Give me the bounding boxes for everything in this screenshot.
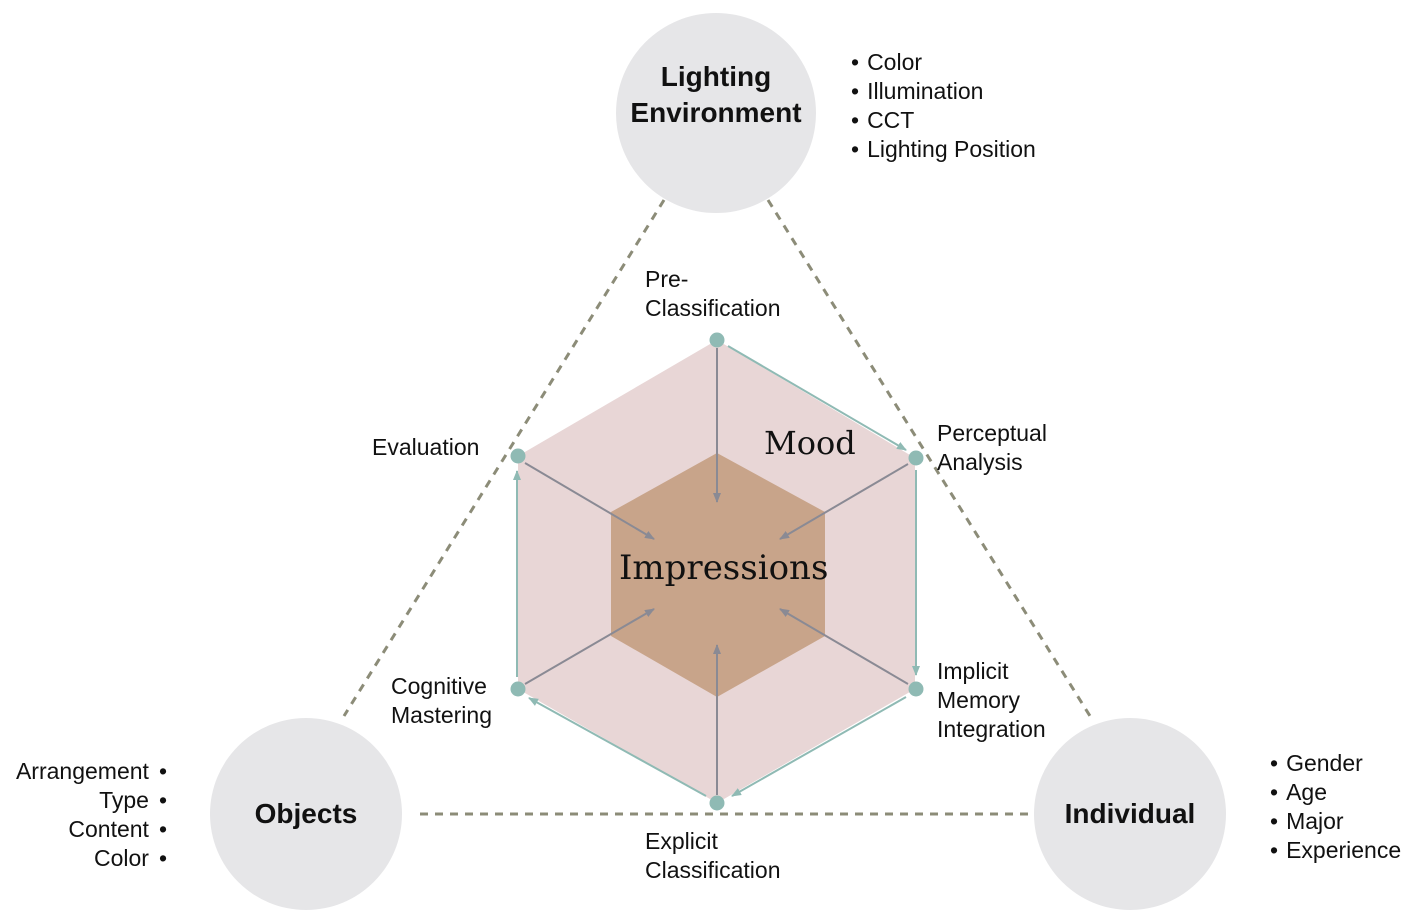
cycle-arrow-implicit-to-explicit (731, 696, 907, 797)
stage-label-perceptual-analysis: Perceptual Analysis (937, 420, 1047, 475)
objects-title: Objects (254, 798, 358, 829)
list-item: Arrangement (16, 757, 167, 786)
list-item: Age (1270, 778, 1401, 807)
cycle-arrow-pre-to-perceptual (727, 345, 907, 451)
node-perceptual-analysis (908, 450, 924, 466)
list-item: Type (16, 786, 167, 815)
individual-circle (1034, 718, 1226, 910)
lighting-environment-circle (616, 13, 816, 213)
impressions-hexagon (611, 453, 825, 697)
spoke-arrow-evaluation (524, 462, 655, 540)
objects-factor-list: Arrangement Type Content Color (16, 757, 167, 873)
stage-label-explicit-classification: Explicit Classification (645, 828, 781, 883)
impressions-label: Impressions (619, 548, 829, 588)
stage-label-cognitive-mastering: Cognitive Mastering (391, 673, 492, 728)
cycle-arrow-explicit-to-cognitive (528, 697, 707, 797)
list-item: Experience (1270, 836, 1401, 865)
lighting-factor-list: Color Illumination CCT Lighting Position (851, 48, 1036, 164)
individual-factor-list: Gender Age Major Experience (1270, 749, 1401, 865)
list-item: Color (851, 48, 1036, 77)
spoke-arrow-perceptual-analysis (779, 463, 909, 540)
dashed-link-lighting-objects (342, 199, 666, 717)
node-pre-classification (709, 332, 725, 348)
mood-label: Mood (764, 424, 856, 462)
list-item: CCT (851, 106, 1036, 135)
objects-circle (210, 718, 402, 910)
node-cognitive-mastering (510, 681, 526, 697)
stage-label-implicit-memory: Implicit Memory Integration (937, 658, 1046, 742)
individual-title: Individual (1064, 798, 1196, 829)
spoke-arrow-cognitive-mastering (524, 608, 655, 685)
dashed-link-lighting-individual (766, 199, 1092, 717)
spoke-arrow-implicit-memory (779, 608, 909, 685)
stage-label-evaluation: Evaluation (372, 434, 480, 460)
list-item: Major (1270, 807, 1401, 836)
node-explicit-classification (709, 795, 725, 811)
list-item: Content (16, 815, 167, 844)
lighting-environment-title: Lighting Environment (630, 61, 802, 128)
node-implicit-memory (908, 681, 924, 697)
stage-label-pre-classification: Pre- Classification (645, 266, 781, 321)
list-item: Lighting Position (851, 135, 1036, 164)
list-item: Illumination (851, 77, 1036, 106)
list-item: Gender (1270, 749, 1401, 778)
list-item: Color (16, 844, 167, 873)
node-evaluation (510, 448, 526, 464)
